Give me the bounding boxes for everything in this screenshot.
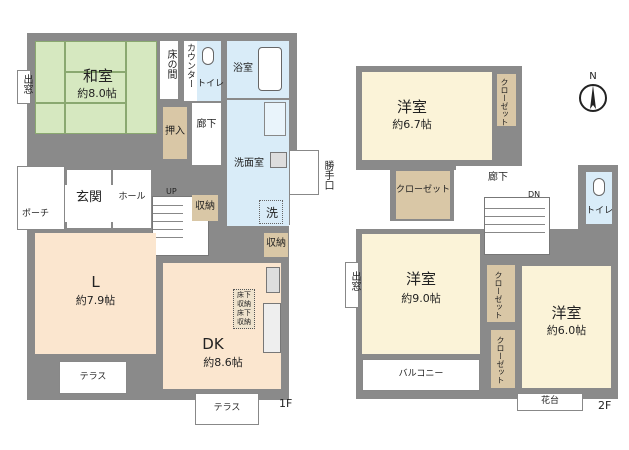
toilet-icon (593, 178, 605, 196)
compass: N (578, 71, 610, 113)
bay-window: 出窓 (17, 70, 32, 104)
counter-label: カウンター (185, 43, 195, 88)
flower-bed: 花台 (517, 393, 583, 411)
room-closet-4: クローゼット (491, 330, 515, 388)
terrace-2-label: テラス (213, 403, 241, 413)
compass-north-label: N (589, 71, 597, 82)
balcony-label: バルコニー (398, 369, 444, 379)
western-2-label: 洋室 (405, 270, 436, 288)
washroom-label: 洗面室 (234, 158, 264, 169)
washitsu-size: 約8.0帖 (77, 87, 117, 100)
room-closet-1: クローゼット (497, 74, 516, 126)
room-toilet-2f: トイレ (586, 172, 614, 224)
closet-1-label: クローゼット (500, 78, 509, 126)
western-3-label: 洋室 (551, 304, 582, 322)
stairs-up-label: UP (166, 187, 177, 196)
room-toilet-1f: トイレ (197, 41, 225, 101)
washitsu-label: 和室 (82, 67, 113, 85)
storage-label: 収納 (195, 201, 215, 212)
western-3-size: 約6.0帖 (546, 324, 587, 337)
closet-4-label: クローゼット (496, 336, 505, 384)
terrace-2: テラス (195, 393, 259, 425)
dk-size: 約8.6帖 (203, 356, 243, 369)
kitchen-sink-icon (263, 303, 281, 353)
western-1-size: 約6.7帖 (392, 118, 432, 131)
living-label: L (91, 273, 100, 291)
hall-label: ホール (118, 192, 146, 202)
room-closet-2: クローゼット (396, 171, 450, 219)
room-western-6-0: 洋室 約6.0帖 (522, 266, 611, 388)
room-storage-stairs: 収納 (192, 195, 218, 221)
sink-icon (264, 102, 286, 136)
bay-window-label: 出窓 (21, 74, 32, 94)
room-hall: ホール (113, 170, 151, 228)
toilet-label: トイレ (197, 79, 225, 89)
room-tokonoma: 床の間 (160, 41, 178, 99)
terrace-1: テラス (59, 361, 127, 394)
porch-label: ポーチ (22, 209, 50, 219)
room-living: L 約7.9帖 (35, 233, 156, 354)
bathtub-icon (258, 47, 282, 91)
back-door-label: 勝手口 (322, 160, 333, 190)
closet-2-label: クローゼット (396, 185, 451, 195)
floor-2-label: 2F (598, 399, 612, 412)
room-closet-3: クローゼット (487, 265, 515, 322)
balcony: バルコニー (362, 359, 480, 391)
room-western-9-0: 洋室 約9.0帖 (362, 234, 480, 354)
genkan-label: 玄関 (75, 190, 102, 205)
bath-label: 浴室 (233, 63, 253, 74)
corridor-label: 廊下 (196, 119, 217, 130)
dk-label: DK (202, 335, 224, 353)
toilet-2f-label: トイレ (586, 206, 614, 216)
room-dk: 床下収納床下収納 DK 約8.6帖 (163, 263, 281, 389)
room-western-6-7: 洋室 約6.7帖 (362, 72, 492, 160)
staircase-down[interactable] (484, 197, 550, 255)
flower-bed-label: 花台 (540, 396, 559, 406)
western-1-label: 洋室 (396, 98, 427, 116)
porch: ポーチ (17, 166, 65, 230)
back-door[interactable] (289, 150, 319, 195)
underfloor-storage: 床下収納床下収納 (233, 289, 255, 329)
compass-icon (579, 84, 607, 112)
storage-kitchen-label: 収納 (266, 238, 286, 249)
corridor-2f-label: 廊下 (488, 172, 508, 183)
tokonoma-label: 床の間 (165, 49, 176, 79)
mail-box-icon (270, 152, 287, 168)
washing-machine-space: 洗 (259, 200, 283, 224)
western-2-size: 約9.0帖 (401, 292, 441, 305)
closet-3-label: クローゼット (494, 271, 503, 319)
floor-1-label: 1F (279, 397, 293, 410)
toilet-icon (202, 47, 214, 65)
room-storage-kitchen: 収納 (264, 233, 288, 257)
bay-window-2f-label: 出窓 (349, 271, 360, 291)
room-corridor-1f: 廊下 (192, 103, 221, 165)
counter: カウンター (184, 41, 197, 101)
terrace-1-label: テラス (79, 372, 107, 382)
oshiire-label: 押入 (165, 126, 185, 137)
room-bath: 浴室 (227, 41, 289, 98)
room-washitsu: 和室 約8.0帖 (35, 41, 157, 134)
room-oshiire: 押入 (163, 107, 187, 159)
stairs-down-label: DN (528, 190, 541, 199)
laundry-label: 洗 (265, 206, 278, 220)
room-genkan: 玄関 (67, 170, 111, 228)
living-size: 約7.9帖 (75, 294, 116, 307)
room-corridor-2f: 廊下 (456, 166, 576, 190)
stove-icon (266, 267, 280, 293)
bay-window-2f: 出窓 (345, 262, 360, 308)
